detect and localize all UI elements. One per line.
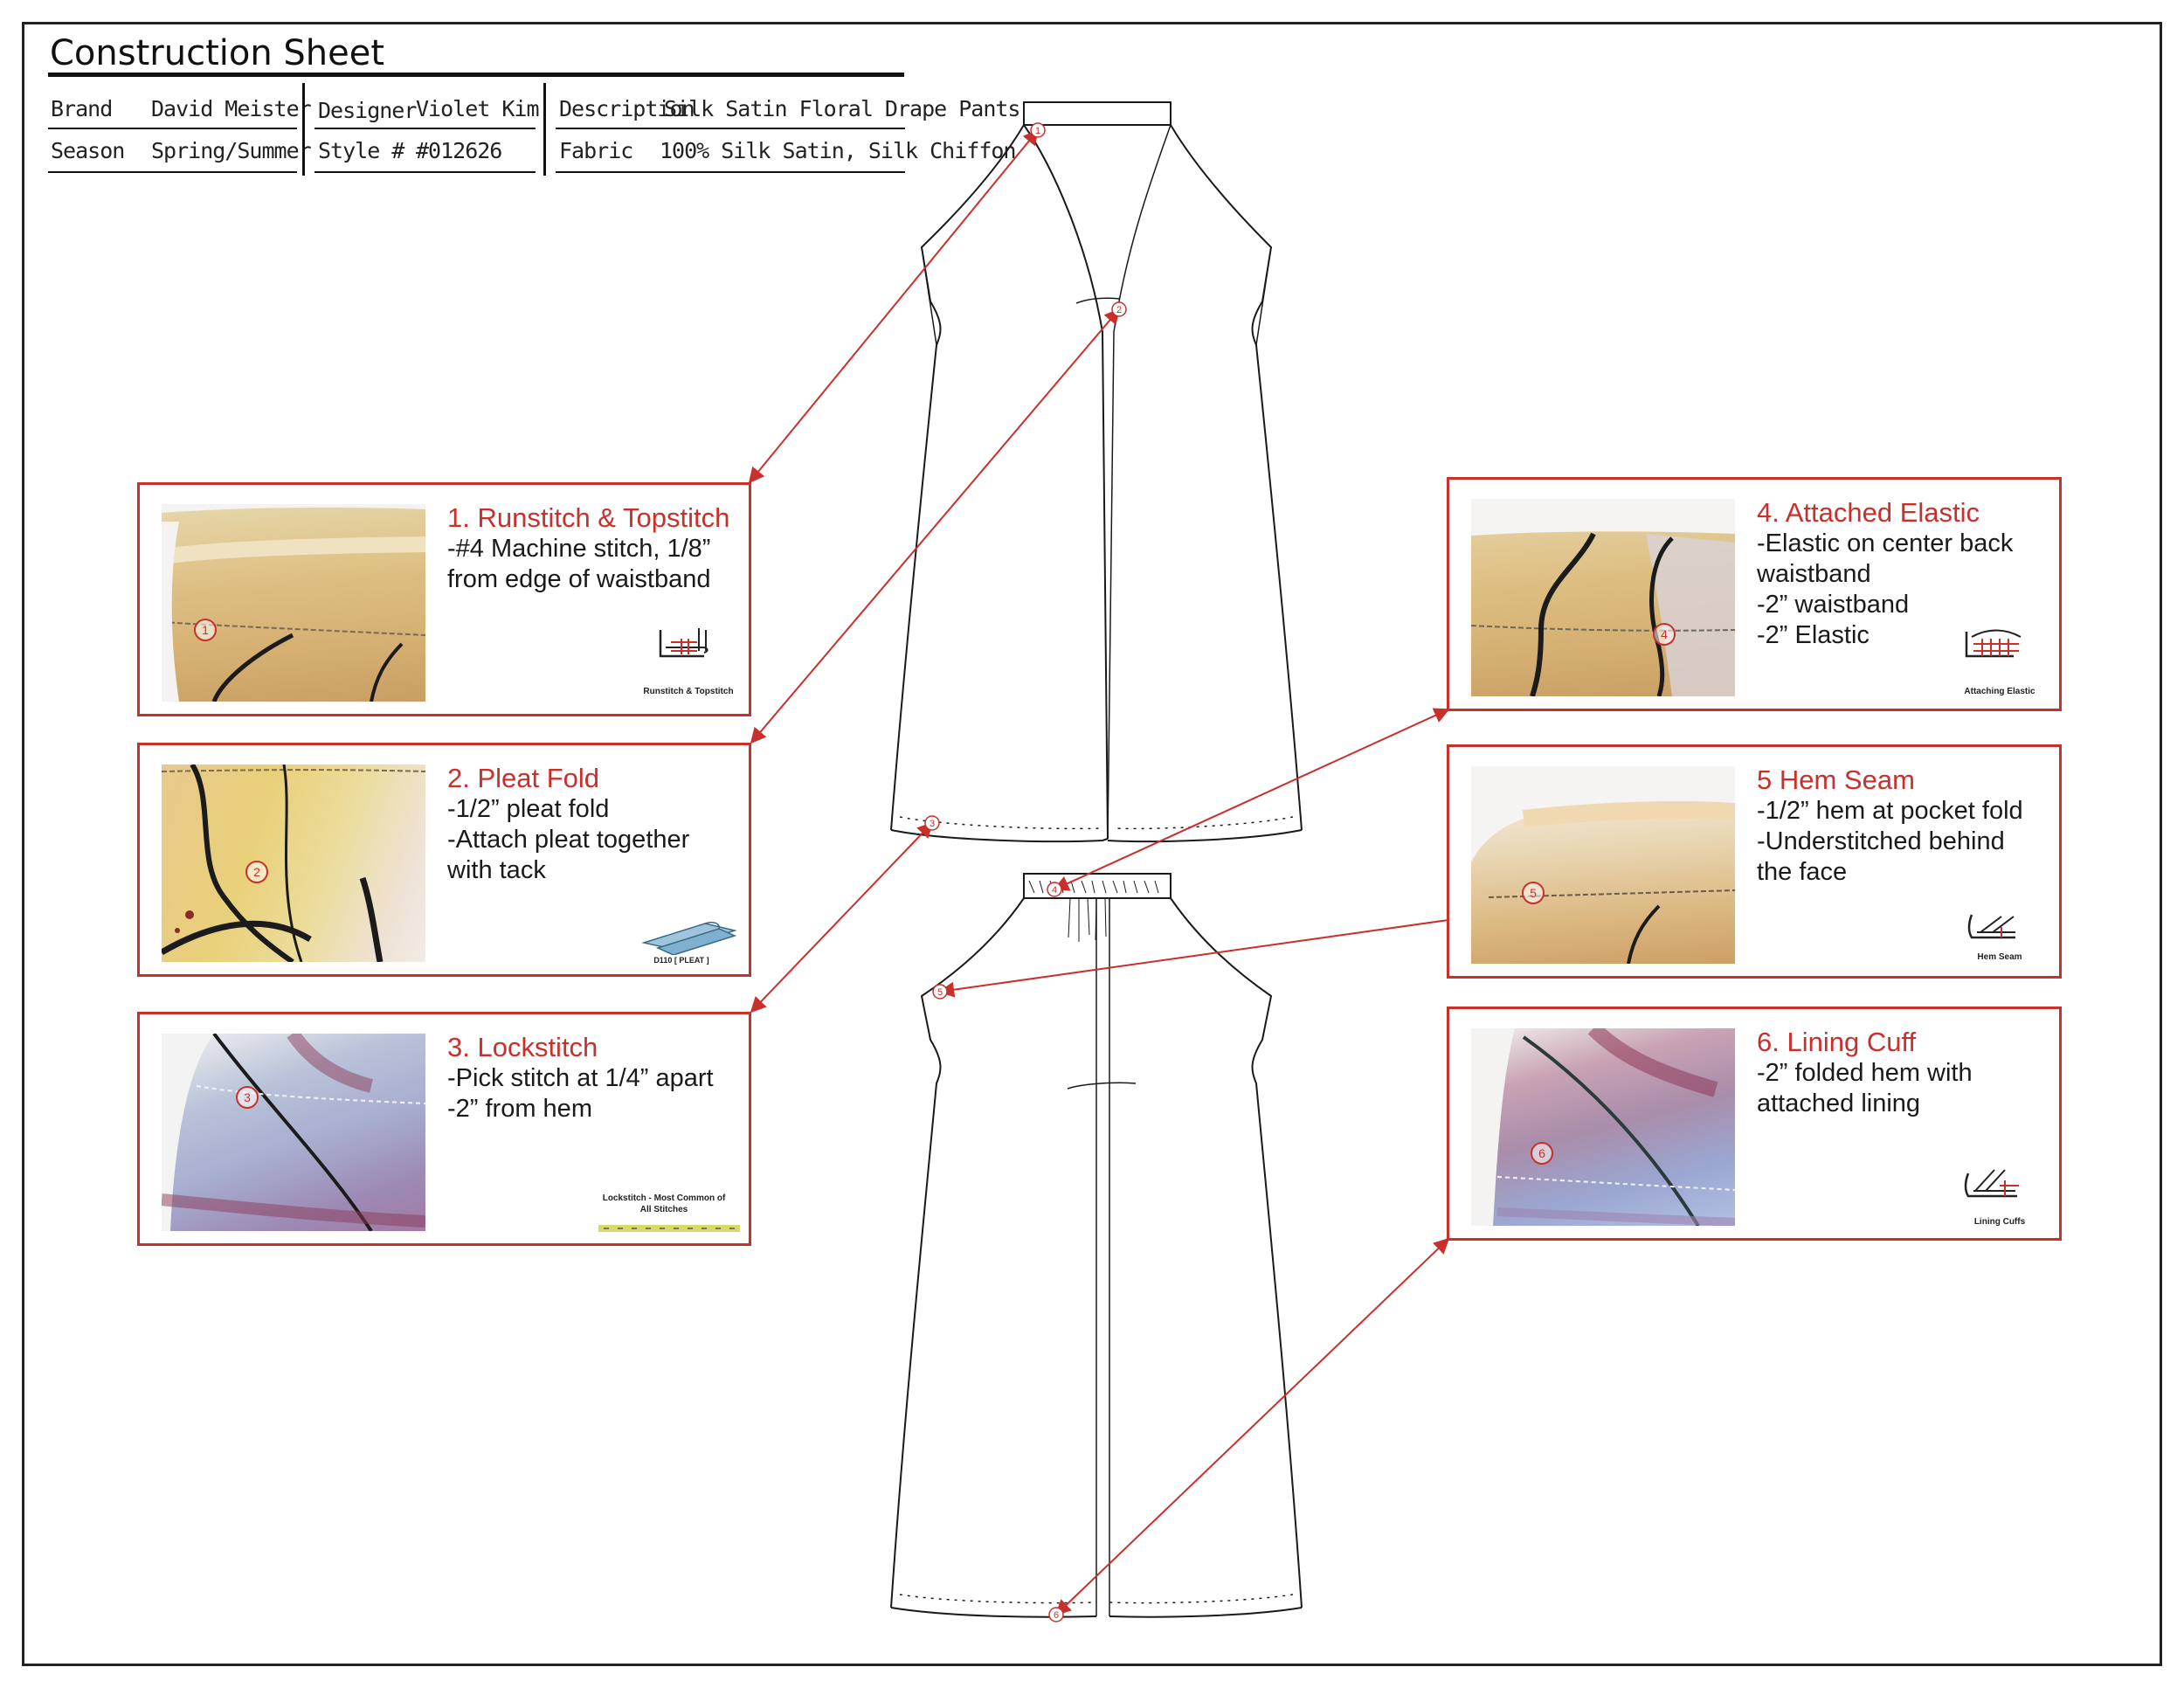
- callout-pleat-fold: 2 2. Pleat Fold -1/2” pleat fold -Attach…: [137, 743, 751, 977]
- callout-title: 3. Lockstitch: [447, 1032, 598, 1062]
- info-rule: [314, 128, 536, 129]
- photo-marker: 2: [245, 861, 268, 883]
- runstitch-icon: [659, 628, 708, 658]
- callout-line: -Elastic on center back: [1757, 529, 2014, 557]
- callout-line: -Pick stitch at 1/4” apart: [447, 1064, 714, 1092]
- info-rule: [556, 171, 905, 173]
- fabric-value: 100% Silk Satin, Silk Chiffon: [660, 138, 1016, 163]
- callout-line: with tack: [447, 856, 546, 884]
- detail-photo-elastic: 4: [1471, 499, 1735, 696]
- info-divider: [302, 83, 305, 176]
- title-underline: [48, 73, 904, 77]
- season-label: Season: [51, 138, 125, 163]
- callout-title: 5 Hem Seam: [1757, 764, 1915, 795]
- info-rule: [48, 171, 297, 173]
- callout-title: 6. Lining Cuff: [1757, 1027, 1917, 1057]
- callout-attached-elastic: 4 4. Attached Elastic -Elastic on center…: [1447, 477, 2062, 711]
- designer-value: Violet Kim: [416, 96, 540, 121]
- lining-cuff-icon: [1964, 1169, 2019, 1198]
- icon-caption: Hem Seam: [1977, 952, 2022, 962]
- callout-line: -2” Elastic: [1757, 621, 1870, 649]
- callout-lining-cuff: 6 6. Lining Cuff -2” folded hem with att…: [1447, 1007, 2062, 1241]
- callout-line: -2” from hem: [447, 1095, 592, 1123]
- callout-line: -Understitched behind: [1757, 827, 2005, 855]
- page-title: Construction Sheet: [50, 33, 385, 73]
- style-value: #012626: [416, 138, 502, 163]
- callout-line: the face: [1757, 858, 1848, 886]
- info-divider: [543, 83, 546, 176]
- photo-marker: 4: [1653, 623, 1676, 646]
- sheet-border: [22, 22, 2162, 1666]
- info-rule: [314, 171, 536, 173]
- description-label: Description: [559, 96, 695, 121]
- callout-line: -2” waistband: [1757, 591, 1910, 619]
- photo-marker: 3: [236, 1086, 259, 1109]
- callout-title: 4. Attached Elastic: [1757, 497, 1980, 528]
- callout-hem-seam: 5 5 Hem Seam -1/2” hem at pocket fold -U…: [1447, 744, 2062, 979]
- callout-line: waistband: [1757, 560, 1871, 588]
- icon-caption: Runstitch & Topstitch: [643, 687, 734, 696]
- callout-line: -1/2” hem at pocket fold: [1757, 797, 2023, 825]
- callout-line: from edge of waistband: [447, 565, 711, 593]
- callout-title: 1. Runstitch & Topstitch: [447, 502, 730, 533]
- photo-marker: 5: [1522, 882, 1545, 904]
- callout-line: -1/2” pleat fold: [447, 795, 610, 823]
- icon-caption: Lining Cuffs: [1973, 1217, 2026, 1227]
- designer-label: Designer: [318, 98, 417, 123]
- callout-title: 2. Pleat Fold: [447, 763, 600, 793]
- pleat-icon: [641, 921, 737, 955]
- style-label: Style #: [318, 138, 404, 163]
- season-value: Spring/Summer: [151, 138, 312, 163]
- detail-photo-lockstitch: 3: [162, 1034, 425, 1231]
- callout-line: -#4 Machine stitch, 1/8”: [447, 535, 711, 563]
- brand-label: Brand: [51, 96, 113, 121]
- icon-caption: Lockstitch - Most Common of: [602, 1193, 726, 1203]
- info-rule: [556, 128, 905, 129]
- icon-caption: Attaching Elastic: [1964, 687, 2035, 696]
- elastic-icon: [1965, 629, 2022, 658]
- callout-line: -Attach pleat together: [447, 826, 690, 854]
- callout-line: attached lining: [1757, 1090, 1921, 1117]
- icon-caption: D110 [ PLEAT ]: [653, 956, 709, 965]
- callout-runstitch-topstitch: 1 1. Runstitch & Topstitch -#4 Machine s…: [137, 482, 751, 716]
- brand-value: David Meister: [151, 96, 312, 121]
- callout-lockstitch: 3 3. Lockstitch -Pick stitch at 1/4” apa…: [137, 1012, 751, 1246]
- fabric-label: Fabric: [559, 138, 633, 163]
- detail-photo-pleat: 2: [162, 764, 425, 962]
- photo-marker: 1: [194, 619, 217, 641]
- hem-seam-icon: [1967, 914, 2015, 939]
- callout-line: -2” folded hem with: [1757, 1059, 1973, 1087]
- description-value: Silk Satin Floral Drape Pants: [664, 96, 1020, 121]
- lockstitch-icon: [598, 1225, 740, 1232]
- icon-caption: All Stitches: [639, 1205, 688, 1214]
- detail-photo-waistband: 1: [162, 504, 425, 702]
- photo-marker: 6: [1531, 1142, 1553, 1165]
- detail-photo-lining: 6: [1471, 1028, 1735, 1226]
- detail-photo-hem: 5: [1471, 766, 1735, 964]
- info-rule: [48, 128, 297, 129]
